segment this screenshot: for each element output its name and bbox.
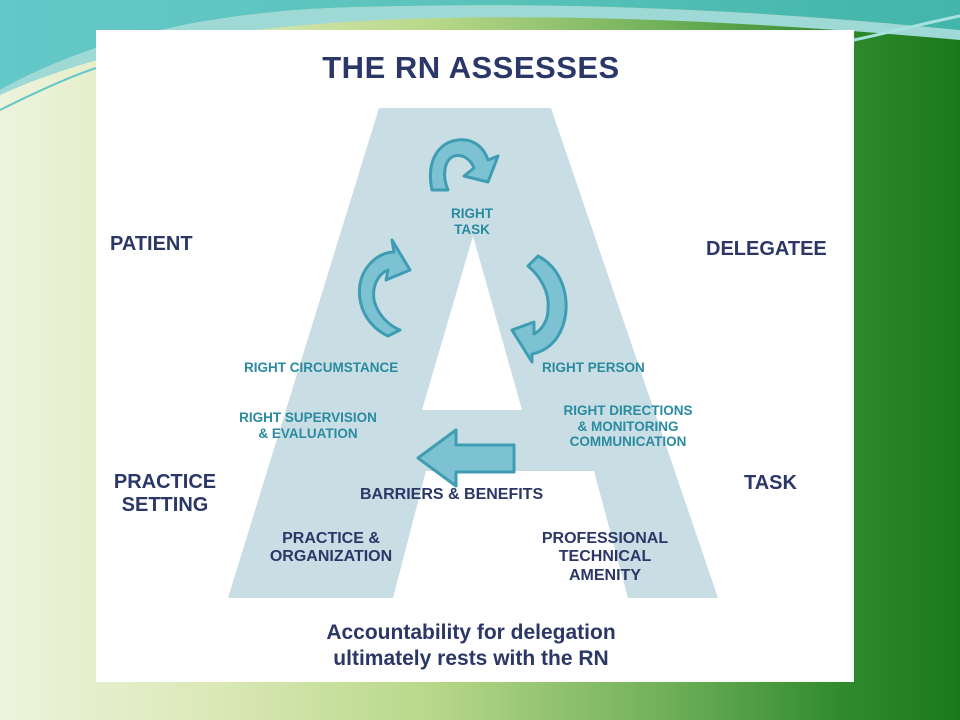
- label-right-task: RIGHT TASK: [451, 206, 493, 237]
- curved-arrow-icon: [357, 238, 412, 338]
- curved-arrow-icon: [429, 138, 500, 192]
- diagram-panel: THE RN ASSESSES PATIENT DELEGATEE PRACTI…: [96, 30, 854, 682]
- label-task: TASK: [744, 472, 797, 494]
- label-right-circumstance: RIGHT CIRCUMSTANCE: [244, 360, 399, 375]
- label-barriers-benefits: BARRIERS & BENEFITS: [360, 486, 544, 503]
- letter-a-shape: [228, 108, 718, 598]
- label-professional-technical-amenity: PROFESSIONAL TECHNICAL AMENITY: [541, 530, 669, 584]
- label-patient: PATIENT: [110, 233, 193, 255]
- diagram-title: THE RN ASSESSES: [322, 50, 620, 85]
- curved-arrow-icon: [510, 254, 568, 364]
- left-arrow-icon: [416, 428, 516, 488]
- label-practice-setting: PRACTICE SETTING: [113, 471, 217, 516]
- label-delegatee: DELEGATEE: [706, 238, 827, 260]
- label-practice-organization: PRACTICE & ORGANIZATION: [269, 530, 393, 566]
- label-right-person: RIGHT PERSON: [542, 360, 645, 375]
- footer-accountability: Accountability for delegation ultimately…: [326, 621, 616, 671]
- label-right-supervision: RIGHT SUPERVISION & EVALUATION: [239, 410, 377, 441]
- delegation-diagram: [228, 108, 718, 598]
- label-right-directions: RIGHT DIRECTIONS & MONITORING COMMUNICAT…: [563, 403, 693, 450]
